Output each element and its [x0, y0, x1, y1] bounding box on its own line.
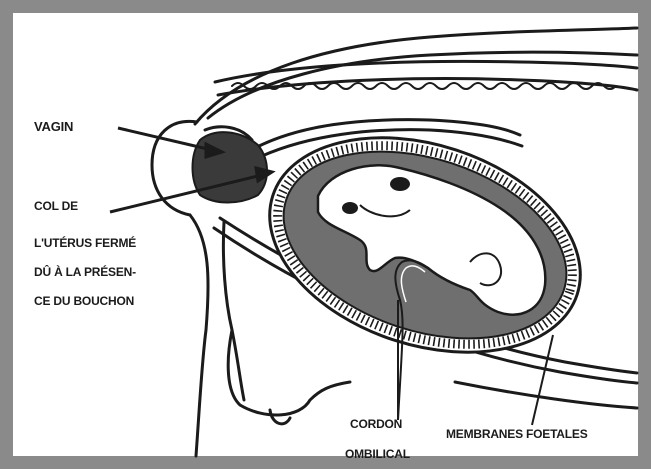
label-col-line3: DÛ À LA PRÉSEN-: [34, 264, 136, 279]
label-cordon-line1: CORDON: [350, 417, 402, 431]
fetus-eye-icon: [390, 177, 410, 191]
label-vagin: VAGIN: [34, 119, 73, 134]
label-col-line2: L'UTÉRUS FERMÉ: [34, 235, 136, 250]
label-col-line4: CE DU BOUCHON: [34, 294, 134, 308]
label-col-line1: COL DE: [34, 199, 78, 213]
fetus-nostril-icon: [342, 202, 358, 214]
label-cordon-line2: OMBILICAL: [345, 447, 410, 461]
label-membranes: MEMBRANES FOETALES: [446, 427, 588, 441]
